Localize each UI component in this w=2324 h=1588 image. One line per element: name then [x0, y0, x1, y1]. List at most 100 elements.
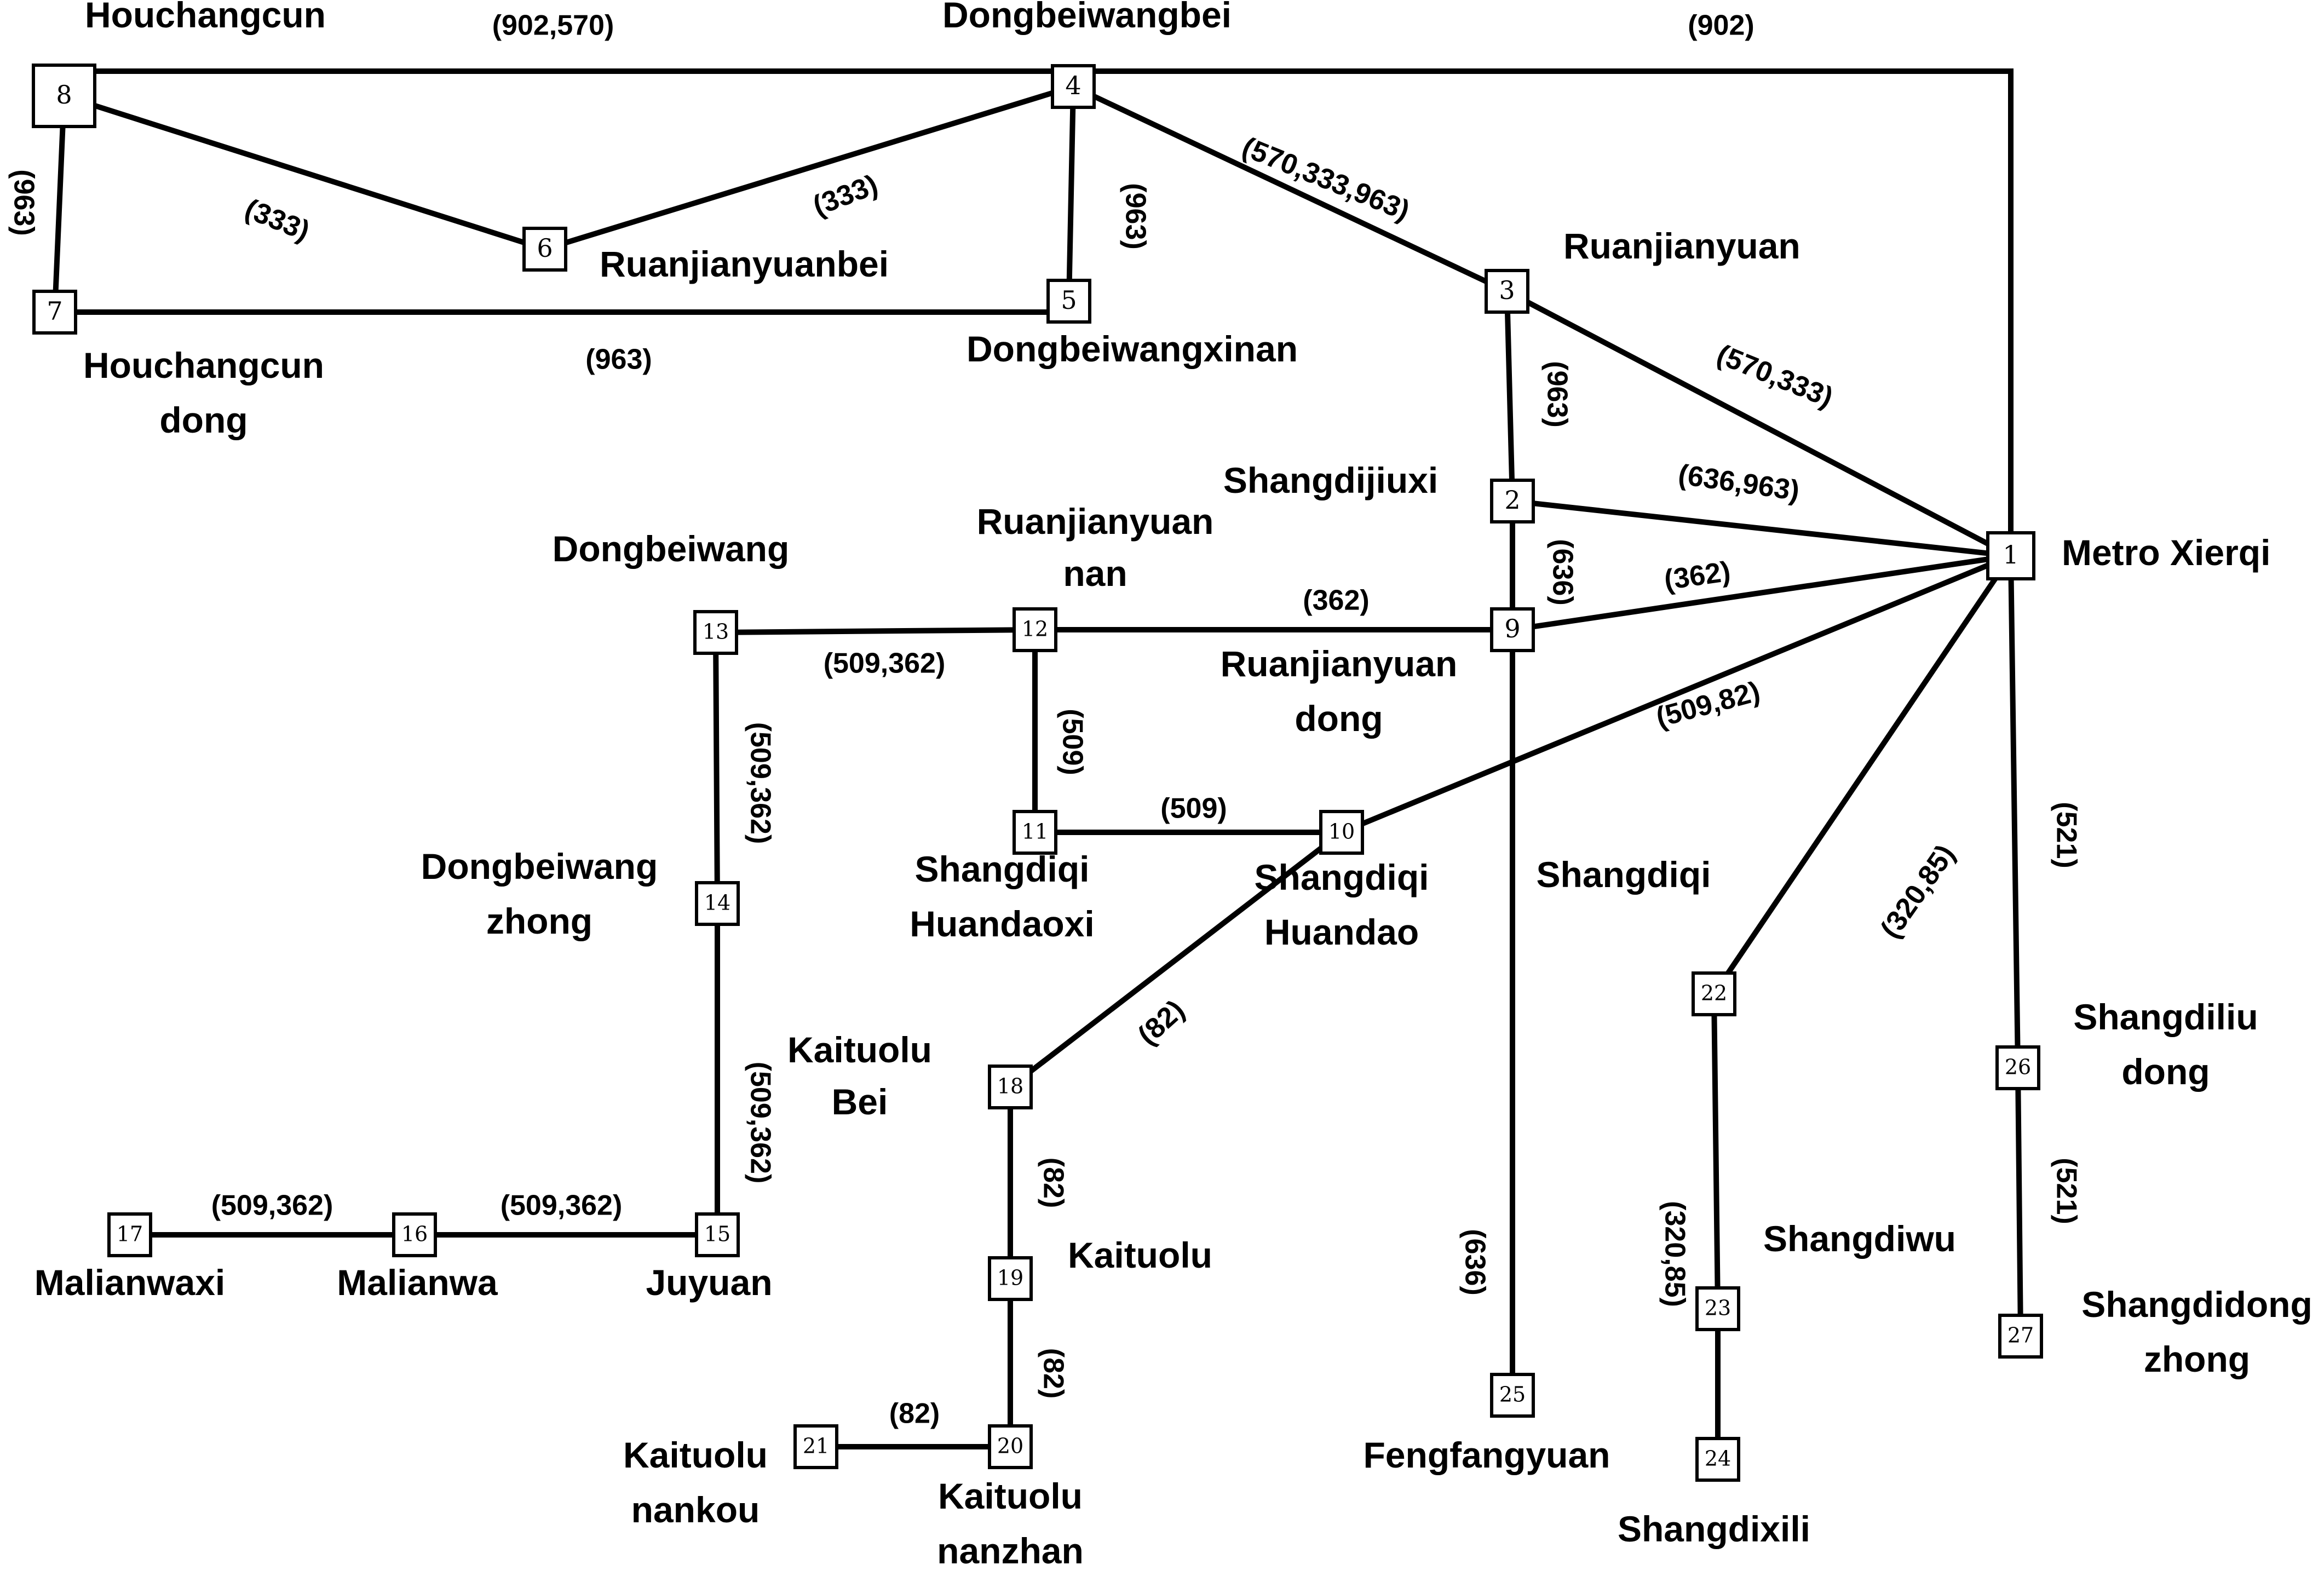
- station-node-8: 8: [32, 64, 96, 128]
- station-box: [988, 1424, 1033, 1469]
- station-label-13: Dongbeiwang: [553, 528, 790, 569]
- station-node-25: 25: [1490, 1373, 1535, 1418]
- station-label-26: dong: [2121, 1051, 2210, 1092]
- edge-label-22-23: (320,85): [1659, 1201, 1690, 1307]
- station-label-3: Ruanjianyuan: [1563, 226, 1800, 266]
- station-box: [1319, 810, 1364, 855]
- station-number: 4: [1065, 71, 1081, 100]
- station-label-20: Kaituolu: [938, 1476, 1083, 1516]
- node-layer: 1234567891011121314151617181920212223242…: [32, 64, 2043, 1482]
- station-number: 11: [1022, 820, 1048, 844]
- station-node-16: 16: [392, 1212, 437, 1257]
- station-node-26: 26: [1995, 1045, 2040, 1090]
- edge-6-4: [541, 83, 1077, 253]
- edge-22-23: [1711, 991, 1721, 1312]
- station-number: 27: [2007, 1324, 2034, 1348]
- station-number: 17: [117, 1222, 143, 1246]
- station-node-22: 22: [1692, 971, 1736, 1016]
- station-label-20: nanzhan: [937, 1531, 1084, 1571]
- station-box: [1695, 1437, 1740, 1482]
- edge-label-14-15: (509,362): [744, 1062, 776, 1184]
- station-label-14: zhong: [486, 901, 592, 941]
- edge-13-12: [712, 626, 1038, 636]
- edge-label-6-4: (333): [809, 169, 882, 222]
- edge-13-14: [712, 629, 721, 907]
- station-label-12: nan: [1063, 553, 1127, 594]
- station-number: 1: [2003, 540, 2018, 569]
- station-label-6: Ruanjianyuanbei: [600, 244, 889, 284]
- station-box: [1490, 1373, 1535, 1418]
- station-box: [1998, 1314, 2043, 1359]
- station-box: [1490, 607, 1535, 652]
- edge-label-21-20: (82): [889, 1398, 940, 1430]
- edge-label-layer: (902,570)(902)(333)(333)(963)(963)(963)(…: [8, 10, 2082, 1430]
- edge-label-2-9: (636): [1546, 539, 1578, 605]
- station-node-9: 9: [1490, 607, 1535, 652]
- station-box: [1695, 1286, 1740, 1331]
- station-label-27: zhong: [2144, 1339, 2250, 1379]
- station-label-21: nankou: [631, 1489, 760, 1530]
- station-box: [522, 227, 567, 272]
- edge-label-4-1: (902): [1688, 10, 1754, 42]
- station-box: [392, 1212, 437, 1257]
- edge-8-7: [51, 93, 67, 315]
- station-label-11: Huandaoxi: [910, 904, 1094, 944]
- station-label-25: Fengfangyuan: [1363, 1435, 1610, 1475]
- station-number: 26: [2005, 1055, 2031, 1079]
- station-label-8: Houchangcun: [85, 0, 326, 35]
- station-node-21: 21: [793, 1424, 838, 1469]
- station-box: [695, 881, 740, 926]
- station-label-17: Malianwaxi: [34, 1262, 225, 1303]
- edge-label-13-12: (509,362): [824, 648, 946, 680]
- edge-label-2-1: (636,963): [1676, 459, 1802, 507]
- station-number: 8: [56, 80, 72, 110]
- station-node-13: 13: [693, 610, 738, 655]
- edge-1-26: [2007, 553, 2021, 1071]
- station-label-5: Dongbeiwangxinan: [967, 329, 1298, 369]
- edge-label-3-2: (963): [1541, 361, 1573, 427]
- station-number: 15: [704, 1222, 730, 1246]
- station-number: 9: [1504, 614, 1520, 643]
- station-box: [1995, 1045, 2040, 1090]
- station-label-21: Kaituolu: [623, 1435, 768, 1475]
- station-number: 19: [997, 1266, 1023, 1290]
- station-label-22: Shangdiqi: [1537, 854, 1711, 895]
- station-node-5: 5: [1046, 279, 1091, 324]
- edge-4-3: [1069, 83, 1511, 295]
- edge-label-16-15: (509,362): [501, 1190, 623, 1222]
- station-node-3: 3: [1485, 269, 1529, 314]
- edge-4-5: [1066, 83, 1077, 304]
- station-label-23: Shangdiwu: [1763, 1218, 1956, 1259]
- station-node-10: 10: [1319, 810, 1364, 855]
- edge-label-3-1: (570,333): [1712, 338, 1837, 413]
- station-label-12: Ruanjianyuan: [977, 501, 1214, 542]
- station-box: [32, 290, 77, 335]
- station-label-9: dong: [1295, 698, 1383, 739]
- station-node-15: 15: [695, 1212, 740, 1257]
- edge-3-2: [1504, 288, 1516, 504]
- station-number: 7: [47, 296, 62, 326]
- station-number: 24: [1705, 1447, 1731, 1471]
- edge-label-10-18: (82): [1132, 994, 1191, 1051]
- station-label-11: Shangdiqi: [915, 849, 1090, 889]
- edge-label-8-7: (963): [8, 169, 39, 235]
- edge-1-22: [1710, 552, 2015, 998]
- station-number: 25: [1499, 1383, 1526, 1407]
- station-label-16: Malianwa: [337, 1262, 498, 1303]
- station-box: [693, 610, 738, 655]
- edge-label-12-11: (509): [1056, 709, 1088, 775]
- station-box: [107, 1212, 152, 1257]
- station-label-19: Kaituolu: [1068, 1235, 1212, 1275]
- edge-4-1: [1071, 68, 2014, 559]
- station-label-10: Shangdiqi: [1255, 857, 1429, 897]
- station-box: [695, 1212, 740, 1257]
- edge-label-1-26: (521): [2050, 802, 2082, 868]
- station-node-1: 1: [1986, 531, 2035, 580]
- edge-label-19-20: (82): [1037, 1348, 1069, 1399]
- station-number: 13: [703, 620, 729, 644]
- edge-label-11-10: (509): [1160, 793, 1227, 825]
- edge-label-8-6: (333): [240, 193, 314, 247]
- station-label-layer: Metro XierqiShangdijiuxiRuanjianyuanDong…: [34, 0, 2313, 1571]
